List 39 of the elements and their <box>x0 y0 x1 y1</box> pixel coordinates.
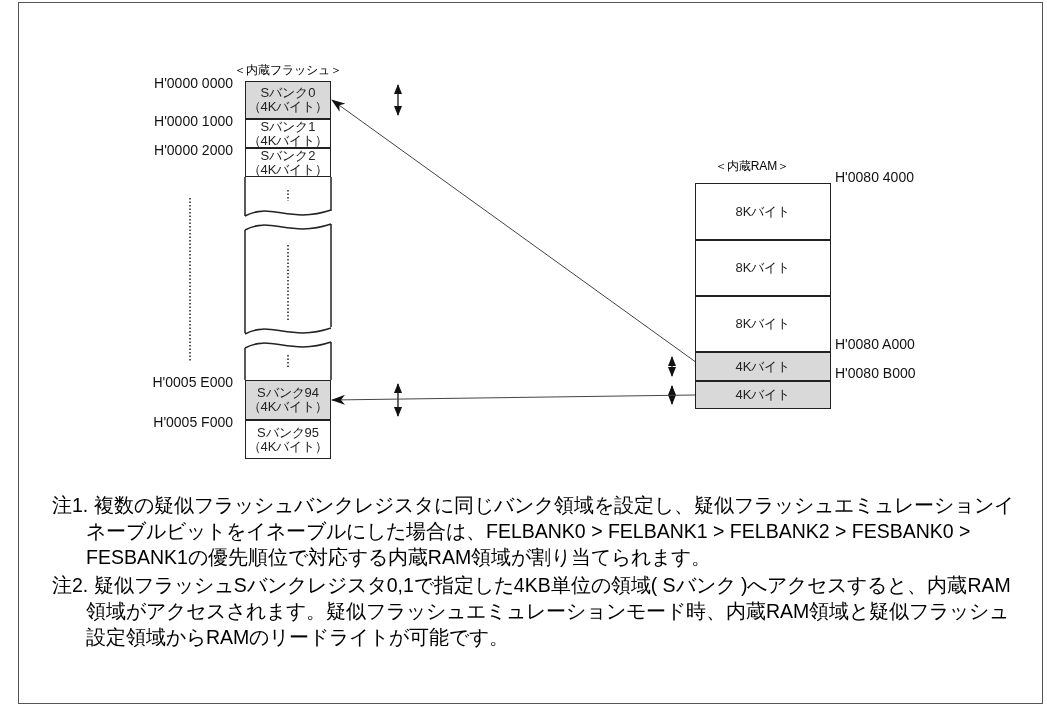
note-text: 注2. 疑似フラッシュSバンクレジスタ0,1で指定した4KB単位の領域( Sバンク )へアクセスすると、内蔵RAM領域がアクセスされます。疑似フラッシュエミュレーションモード時、内蔵RAM領域と疑似フラッシュ設定領域からRAMのリードライトが可能です。 <box>52 573 1012 650</box>
memory-block <box>695 183 831 240</box>
memory-block <box>245 380 331 420</box>
memory-block <box>245 420 331 459</box>
block-label: （4Kバイト） <box>247 133 329 148</box>
block-label: （4Kバイト） <box>247 400 329 414</box>
block-label: Sバンク95 <box>256 425 320 440</box>
memory-block <box>695 381 831 409</box>
note-text: 注1. 複数の疑似フラッシュバンクレジスタに同じバンク領域を設定し、疑似フラッシュエミュレーションイネーブルビットをイネーブルにした場合は、FELBANK0 > FELBANK1 > FELBANK2 > FESBANK0 > FESBANK1の優先順位で対応する内蔵RAM領域が割り当てられます。 <box>52 493 1015 570</box>
block-label: Sバンク0 <box>260 86 316 100</box>
address-label: H'0005 E000 <box>152 374 233 390</box>
memory-block <box>695 240 831 296</box>
memory-block <box>245 81 331 119</box>
arrow <box>331 99 696 362</box>
block-label: （4Kバイト） <box>247 100 329 114</box>
address-label: H'0000 1000 <box>154 113 233 129</box>
block-label: （4Kバイト） <box>247 162 329 177</box>
block-label: 8Kバイト <box>735 261 791 275</box>
block-label: 8Kバイト <box>735 204 791 219</box>
section-heading: ＜内蔵RAM＞ <box>714 158 790 175</box>
arrow <box>331 394 696 405</box>
section-heading: ＜内蔵フラッシュ＞ <box>234 62 342 79</box>
block-label: 4Kバイト <box>735 388 791 402</box>
address-label: H'0000 0000 <box>154 75 233 91</box>
address-label: H'0080 B000 <box>835 365 916 381</box>
address-label: H'0080 4000 <box>835 169 914 185</box>
address-label: H'0000 2000 <box>154 142 233 158</box>
block-label: Sバンク1 <box>260 119 316 134</box>
memory-block <box>695 296 831 352</box>
address-label: H'0005 F000 <box>153 414 233 430</box>
block-label: 4Kバイト <box>735 359 791 374</box>
block-label: （4Kバイト） <box>247 439 329 454</box>
memory-block <box>245 119 331 148</box>
block-label: Sバンク94 <box>256 386 320 400</box>
address-label: H'0080 A000 <box>835 336 915 352</box>
memory-block <box>245 148 331 177</box>
block-label: Sバンク2 <box>260 148 316 163</box>
block-label: 8Kバイト <box>735 317 791 331</box>
memory-block <box>695 352 831 381</box>
